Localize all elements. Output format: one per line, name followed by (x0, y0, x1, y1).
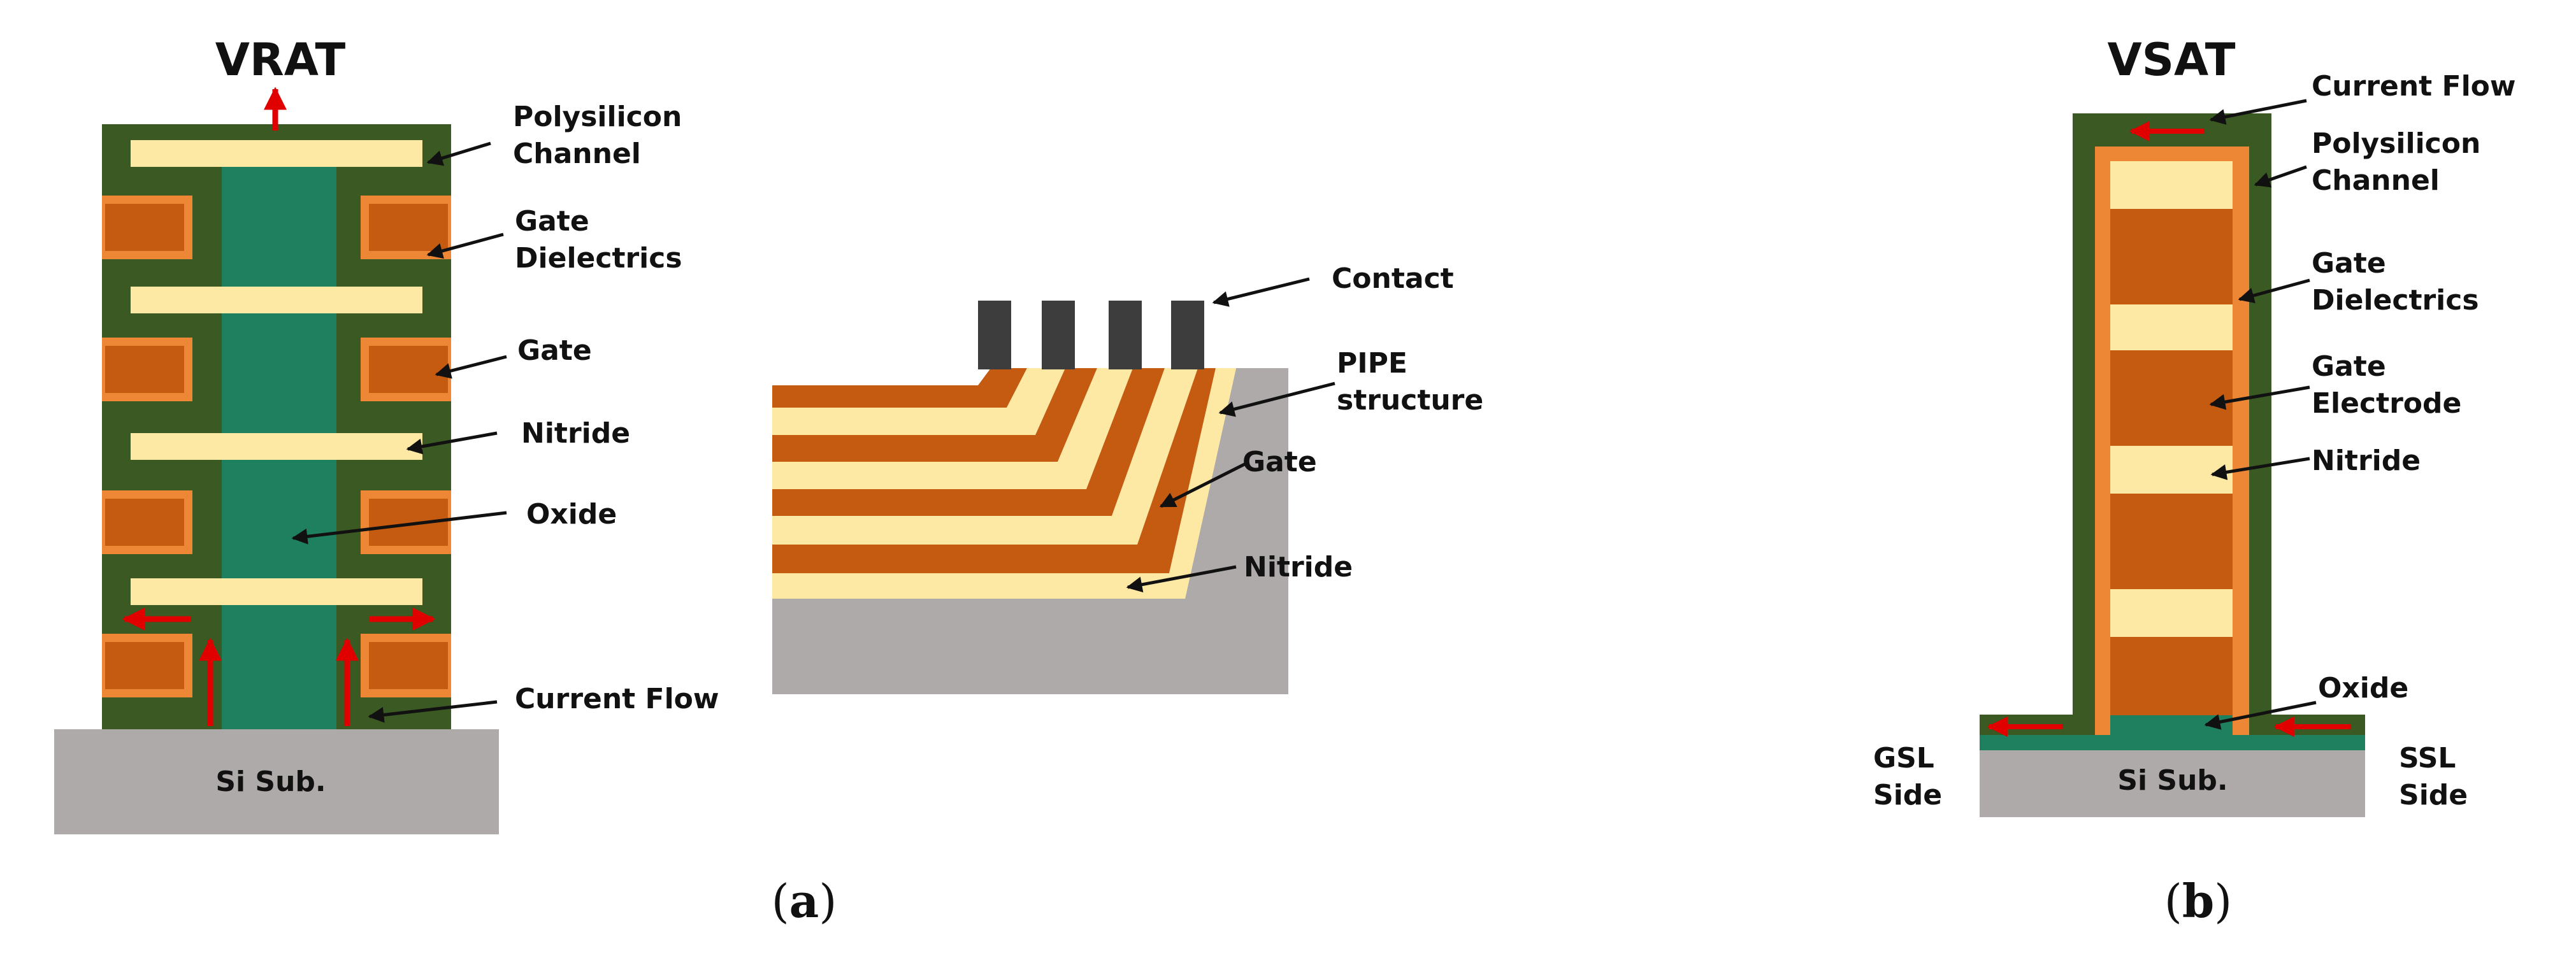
pipe-layer-nitride (772, 368, 1198, 545)
pipe-label-gate: Gate (1242, 446, 1317, 478)
vsat-nitride-layer (2110, 161, 2233, 209)
vrat-substrate (54, 729, 499, 834)
pipe-layer-gate (772, 368, 1097, 462)
vsat-substrate-label: Si Sub. (2117, 764, 2227, 797)
vsat-label-oxide: Oxide (2318, 672, 2408, 704)
pipe-label-nitride: Nitride (1244, 551, 1353, 583)
pipe-pointer-arrows (1126, 277, 1335, 593)
vsat-nitride-layer (2110, 304, 2233, 350)
vrat-label-current-flow: Current Flow (515, 683, 719, 715)
pipe-contact (1171, 301, 1204, 369)
vrat-diagram: VRAT Si Sub. (54, 34, 719, 834)
pipe-layer-nitride (772, 368, 1133, 489)
vrat-title: VRAT (215, 34, 346, 86)
caption-b: (b) (2164, 874, 2233, 928)
vsat-current-arrows (1987, 121, 2351, 737)
vrat-gate-blocks-right (361, 196, 451, 697)
pipe-diagram: Contact PIPE structure Gate Nitride (772, 262, 1483, 694)
pipe-label-pipe-structure: PIPE structure (1337, 347, 1483, 417)
vsat-diagram: VSAT Si Sub. Current Flow Polysilico (1873, 34, 2516, 817)
vsat-label-polysilicon: Polysilicon Channel (2312, 127, 2491, 197)
vsat-label-ssl-side: SSL Side (2399, 742, 2468, 811)
vrat-nitride-layer (131, 140, 422, 167)
vsat-nitride-layer (2110, 446, 2233, 494)
pipe-contact (978, 301, 1011, 369)
vrat-gate-blocks-left (102, 196, 192, 697)
caption-a: (a) (772, 874, 837, 928)
pipe-layer-gate (772, 368, 1027, 408)
pipe-label-contact: Contact (1332, 262, 1454, 295)
vrat-substrate-label: Si Sub. (215, 766, 326, 798)
pipe-contact (1109, 301, 1142, 369)
vrat-label-gate-dielectrics: Gate Dielectrics (515, 205, 682, 275)
vrat-label-oxide: Oxide (526, 498, 617, 531)
vsat-nitride-layer (2110, 589, 2233, 637)
vrat-nitride-layer (131, 433, 422, 460)
vrat-current-arrows (122, 87, 436, 726)
pipe-layer-nitride (772, 368, 1065, 435)
vsat-label-gate-electrode: Gate Electrode (2312, 350, 2461, 420)
vsat-label-gate-dielectrics: Gate Dielectrics (2312, 247, 2479, 317)
pipe-contact (1042, 301, 1075, 369)
vsat-substrate (1980, 750, 2365, 817)
vsat-label-nitride: Nitride (2312, 445, 2421, 477)
pipe-layer-gate (772, 368, 1165, 516)
vrat-nitride-layer (131, 578, 422, 605)
vsat-label-gsl-side: GSL Side (1873, 742, 1944, 811)
vrat-label-nitride: Nitride (521, 417, 630, 450)
vsat-label-current-flow: Current Flow (2312, 70, 2516, 103)
pipe-substrate (772, 368, 1288, 694)
vsat-title: VSAT (2107, 34, 2235, 86)
vrat-label-gate: Gate (517, 334, 592, 367)
vrat-nitride-layer (131, 287, 422, 313)
vsat-oxide-strip (1980, 735, 2365, 752)
vrat-label-polysilicon: Polysilicon Channel (513, 101, 692, 170)
vsat-pointer-arrows (2204, 99, 2317, 730)
vrat-pointer-arrows (291, 141, 507, 723)
pipe-layer-gate (772, 368, 1216, 573)
